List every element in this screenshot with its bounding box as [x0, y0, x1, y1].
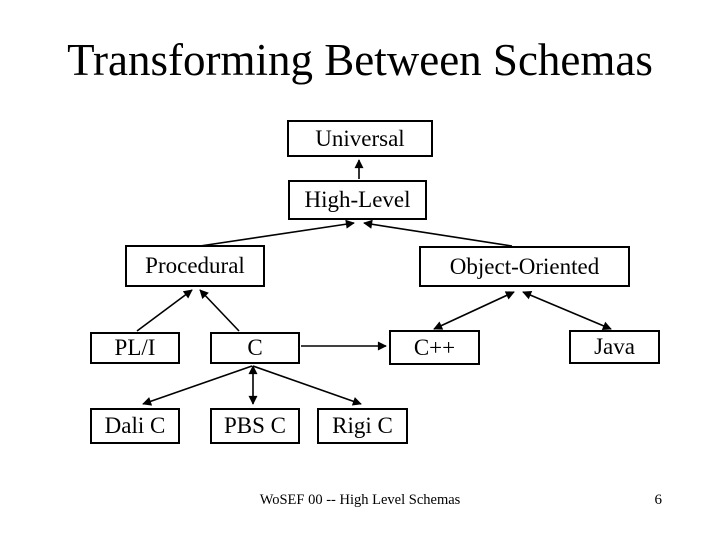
edge-java-to-objectoriented: [522, 290, 612, 331]
edge-cpp-to-objectoriented: [433, 291, 515, 330]
node-rigi-c: Rigi C: [317, 408, 408, 444]
edge-c-to-dalic: [142, 365, 253, 406]
node-pbs-c: PBS C: [210, 408, 300, 444]
node-high-level: High-Level: [288, 180, 427, 220]
node-universal: Universal: [287, 120, 433, 157]
node-java: Java: [569, 330, 660, 364]
slide-title: Transforming Between Schemas: [67, 35, 653, 85]
edge-pli-to-procedural: [136, 289, 193, 332]
edge-c-to-rigic: [252, 365, 362, 406]
footer-page-number: 6: [654, 492, 663, 508]
footer-label: WoSEF 00 -- High Level Schemas: [259, 492, 461, 508]
node-dali-c: Dali C: [90, 408, 180, 444]
node-cpp: C++: [389, 330, 480, 365]
node-pli: PL/I: [90, 332, 180, 364]
node-object-oriented: Object-Oriented: [419, 246, 630, 287]
node-c: C: [210, 332, 300, 364]
edge-c-to-procedural: [199, 289, 240, 332]
edge-procedural-to-highlevel: [199, 219, 355, 247]
edge-objectoriented-to-highlevel: [363, 219, 513, 247]
slide-footer: WoSEF 00 -- High Level Schemas 6: [0, 492, 720, 512]
node-procedural: Procedural: [125, 245, 265, 287]
